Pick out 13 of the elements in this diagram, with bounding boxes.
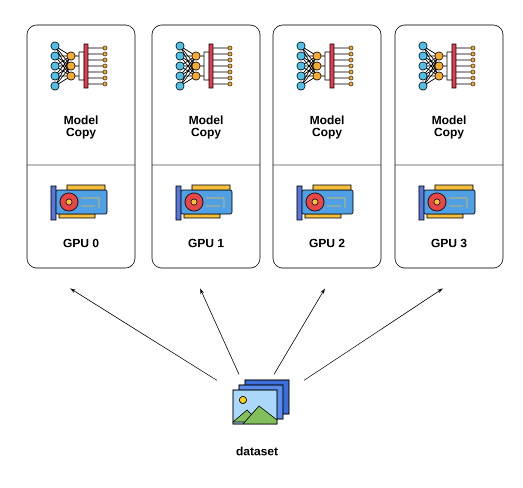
card <box>26 24 136 268</box>
section-label: Model Copy <box>189 115 222 139</box>
section-label: Model Copy <box>432 115 466 139</box>
section-label: GPU 3 <box>431 238 467 248</box>
card <box>394 24 504 268</box>
card <box>272 24 382 268</box>
dataset-label: dataset <box>236 446 278 456</box>
section-label: Model Copy <box>310 115 344 139</box>
section-label: GPU 2 <box>309 238 345 248</box>
section-label: GPU 1 <box>188 238 224 248</box>
section-label: GPU 0 <box>63 238 98 248</box>
card <box>152 24 260 268</box>
section-label: Model Copy <box>64 115 98 139</box>
